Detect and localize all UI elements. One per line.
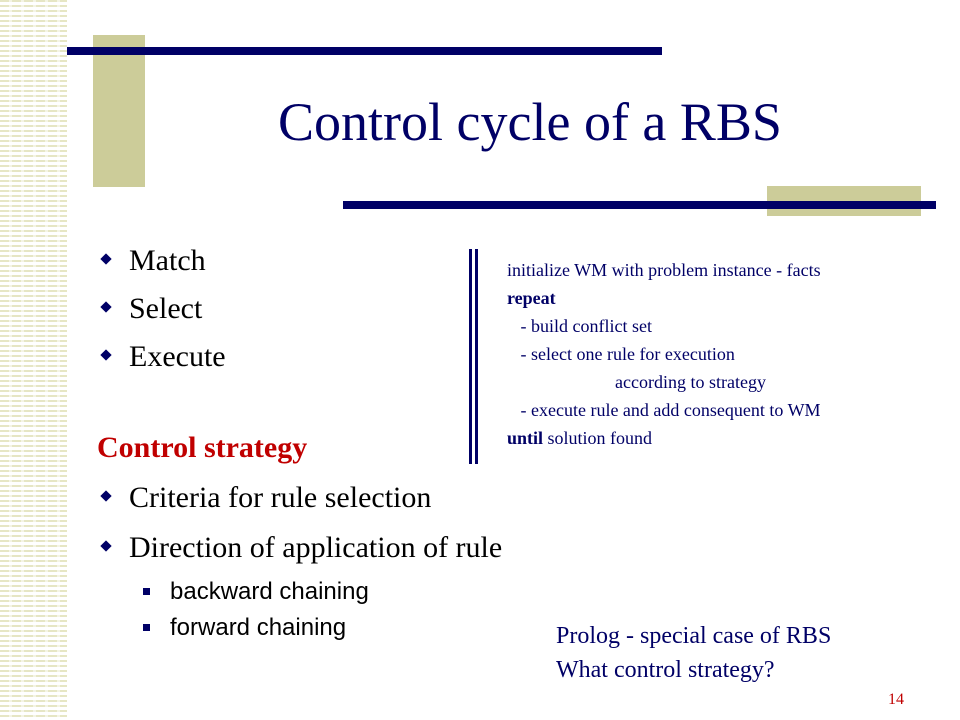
- sub-item-label: forward chaining: [170, 614, 347, 641]
- bullet-select: Select: [97, 285, 226, 333]
- pseudocode-line-strategy: according to strategy: [507, 372, 766, 392]
- sub-item-backward-chaining: backward chaining: [143, 574, 369, 610]
- bullet-label: Execute: [129, 340, 226, 373]
- bullet-label: Match: [129, 244, 206, 277]
- decorative-navy-bar-bottom: [343, 201, 936, 209]
- diamond-bullet-icon: [100, 490, 112, 502]
- pseudocode-line-repeat: repeat: [507, 284, 821, 312]
- bullet-label: Select: [129, 292, 203, 325]
- square-bullet-icon: [143, 588, 150, 595]
- bullet-direction: Direction of application of rule: [97, 523, 502, 573]
- prolog-note-line1: Prolog - special case of RBS: [556, 623, 832, 649]
- bullet-label: Criteria for rule selection: [129, 481, 432, 514]
- pseudocode-line-build: - build conflict set: [507, 316, 652, 336]
- page-number: 14: [888, 691, 904, 708]
- pseudocode-line-initialize: initialize WM with problem instance - fa…: [507, 260, 821, 280]
- decorative-navy-bar-top: [67, 47, 662, 55]
- until-keyword: until: [507, 428, 544, 448]
- bullet-label: Direction of application of rule: [129, 531, 503, 564]
- divider-line-left: [469, 249, 472, 464]
- control-strategy-heading: Control strategy: [97, 431, 308, 464]
- chaining-sub-list: backward chaining forward chaining: [143, 574, 369, 646]
- decorative-tan-block-left: [93, 35, 145, 187]
- divider-line-right: [475, 249, 478, 464]
- bullet-match: Match: [97, 237, 226, 285]
- repeat-keyword: repeat: [507, 288, 556, 308]
- sub-item-forward-chaining: forward chaining: [143, 610, 369, 646]
- square-bullet-icon: [143, 624, 150, 631]
- diamond-bullet-icon: [100, 540, 112, 552]
- striped-margin: [0, 0, 67, 720]
- sub-item-label: backward chaining: [170, 578, 369, 605]
- until-condition: solution found: [543, 428, 653, 448]
- pseudocode-line-until: until solution found: [507, 424, 821, 452]
- cycle-bullet-list: Match Select Execute: [97, 237, 226, 381]
- pseudocode-line-execute: - execute rule and add consequent to WM: [507, 400, 821, 420]
- diamond-bullet-icon: [100, 253, 112, 265]
- slide-title: Control cycle of a RBS: [278, 92, 782, 152]
- diamond-bullet-icon: [100, 301, 112, 313]
- control-cycle-pseudocode: initialize WM with problem instance - fa…: [507, 256, 821, 452]
- prolog-note-line2: What control strategy?: [556, 657, 775, 683]
- bullet-execute: Execute: [97, 333, 226, 381]
- strategy-bullet-list: Criteria for rule selection Direction of…: [97, 473, 502, 573]
- pseudocode-line-select: - select one rule for execution: [507, 344, 735, 364]
- bullet-criteria: Criteria for rule selection: [97, 473, 502, 523]
- prolog-note: Prolog - special case of RBS What contro…: [556, 619, 831, 687]
- diamond-bullet-icon: [100, 349, 112, 361]
